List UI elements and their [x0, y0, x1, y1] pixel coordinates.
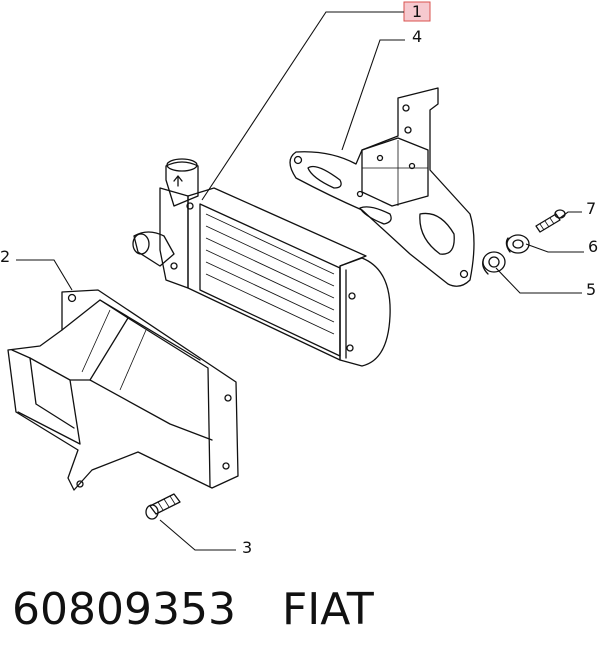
- callout-3-label[interactable]: 3: [242, 538, 252, 557]
- callout-2-label[interactable]: 2: [0, 247, 10, 266]
- bracket-part-4[interactable]: [289, 87, 475, 287]
- callout-1[interactable]: 1: [403, 1, 431, 22]
- brand-name: FIAT: [281, 584, 374, 635]
- callout-5-label[interactable]: 5: [586, 280, 596, 299]
- leader-7: [559, 211, 582, 219]
- part-caption: 60809353 FIAT: [12, 584, 374, 635]
- callout-6-label[interactable]: 6: [588, 237, 598, 256]
- leader-2: [16, 259, 73, 291]
- leader-3: [159, 519, 236, 551]
- grommet-part-6[interactable]: [505, 234, 530, 254]
- rubber-mount-part-5[interactable]: [482, 251, 506, 275]
- part-number: 60809353: [12, 584, 236, 635]
- leader-1: [201, 11, 404, 201]
- screw-part-7[interactable]: [535, 209, 566, 233]
- leader-5: [495, 267, 582, 294]
- callout-4-label[interactable]: 4: [412, 27, 422, 46]
- leader-6: [525, 243, 584, 253]
- callout-1-label: 1: [412, 2, 422, 21]
- leader-4: [341, 39, 405, 151]
- bolt-part-3[interactable]: [145, 493, 181, 520]
- callout-7-label[interactable]: 7: [586, 199, 596, 218]
- air-duct-part-2[interactable]: [7, 289, 239, 491]
- intercooler-part-1[interactable]: [132, 158, 391, 367]
